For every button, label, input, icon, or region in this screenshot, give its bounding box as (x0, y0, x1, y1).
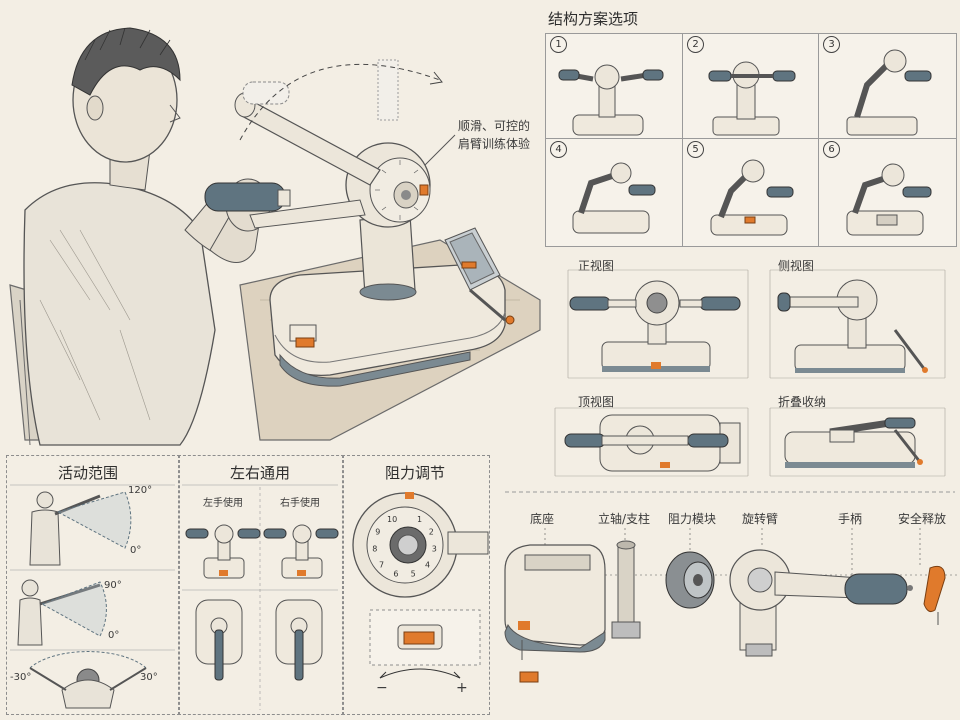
exploded-shaft-label: 立轴/支柱 (598, 512, 651, 526)
side-view-sketch (777, 279, 928, 373)
top-view-label: 顶视图 (578, 395, 615, 409)
exploded-base (504, 544, 606, 683)
hero-annotation-2: 肩臂训练体验 (458, 137, 531, 151)
side-view-label: 侧视图 (778, 259, 815, 273)
angle-0-mid: 0° (108, 630, 120, 641)
exploded-arm-label: 旋转臂 (742, 512, 779, 526)
option-4-sketch (572, 162, 656, 234)
range-title: 活动范围 (58, 464, 119, 482)
exploded-shaft (611, 540, 641, 639)
option-number-2: 2 (687, 36, 704, 53)
hero-annotation-1: 顺滑、可控的 (458, 119, 531, 133)
option-5-sketch (710, 159, 794, 236)
option-3-sketch (846, 49, 932, 136)
option-number-4: 4 (550, 141, 567, 158)
angle-neg30: -30° (10, 672, 32, 683)
panel-lr (178, 455, 344, 715)
exploded-arm (729, 549, 861, 657)
resist-plus: + (456, 680, 468, 696)
option-number-5: 5 (687, 141, 704, 158)
panel-resist (342, 455, 490, 715)
lr-title: 左右通用 (230, 464, 291, 482)
option-number-3: 3 (823, 36, 840, 53)
exploded-handle (844, 573, 913, 605)
resist-minus: − (376, 680, 388, 696)
exploded-handle-label: 手柄 (838, 512, 863, 526)
angle-120: 120° (128, 485, 153, 496)
exploded-release-label: 安全释放 (898, 512, 947, 526)
hero-illustration (9, 27, 541, 446)
options-grid: 1 2 3 4 5 6 (545, 33, 957, 247)
hero-scene: 顺滑、可控的 肩臂训练体验 (0, 0, 541, 450)
exploded-release (923, 565, 946, 625)
exploded-module (665, 551, 715, 609)
angle-pos30: 30° (140, 672, 158, 683)
resist-title: 阻力调节 (385, 464, 446, 482)
option-number-6: 6 (823, 141, 840, 158)
option-1-sketch (558, 64, 664, 136)
option-sketches (558, 49, 932, 236)
panel-range (6, 455, 180, 715)
front-view-label: 正视图 (578, 259, 615, 273)
angle-90: 90° (104, 580, 122, 591)
angle-0-top: 0° (130, 545, 142, 556)
right-hand-label: 右手使用 (280, 498, 320, 509)
top-view-sketch (564, 414, 741, 472)
fold-view-sketch (784, 417, 923, 468)
front-view-sketch (569, 280, 741, 372)
option-2-sketch (708, 61, 796, 136)
exploded-module-label: 阻力模块 (668, 512, 717, 526)
exploded-base-label: 底座 (530, 512, 555, 526)
options-title: 结构方案选项 (548, 10, 639, 28)
option-number-1: 1 (550, 36, 567, 53)
fold-view-label: 折叠收纳 (778, 395, 827, 409)
left-hand-label: 左手使用 (203, 498, 243, 509)
option-6-sketch (846, 163, 932, 236)
